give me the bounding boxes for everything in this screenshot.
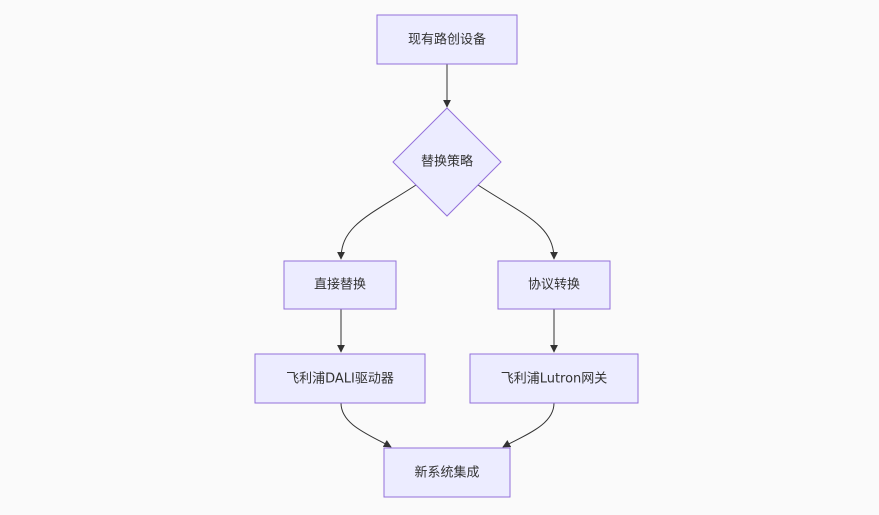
node-strategy-label: 替换策略 — [421, 154, 473, 170]
node-existing[interactable]: 现有路创设备 — [376, 14, 518, 65]
node-dali[interactable]: 飞利浦DALI驱动器 — [254, 353, 426, 404]
edge-strategy-to-protocol — [477, 184, 558, 260]
edge-strategy-to-direct — [337, 184, 417, 260]
node-protocol-label: 协议转换 — [528, 278, 580, 293]
node-lutron-label: 飞利浦Lutron网关 — [501, 372, 608, 387]
node-lutron[interactable]: 飞利浦Lutron网关 — [469, 353, 639, 404]
edge-lutron-to-integrate — [502, 402, 555, 448]
node-dali-label: 飞利浦DALI驱动器 — [286, 372, 394, 387]
node-direct-label: 直接替换 — [314, 277, 366, 293]
node-integrate[interactable]: 新系统集成 — [383, 447, 511, 498]
node-integrate-label: 新系统集成 — [414, 465, 479, 481]
node-existing-label: 现有路创设备 — [408, 32, 486, 48]
edges — [337, 64, 558, 448]
node-protocol[interactable]: 协议转换 — [497, 260, 611, 310]
edge-dali-to-integrate — [340, 402, 392, 448]
node-strategy[interactable]: 替换策略 — [392, 107, 502, 217]
node-direct[interactable]: 直接替换 — [283, 260, 397, 310]
